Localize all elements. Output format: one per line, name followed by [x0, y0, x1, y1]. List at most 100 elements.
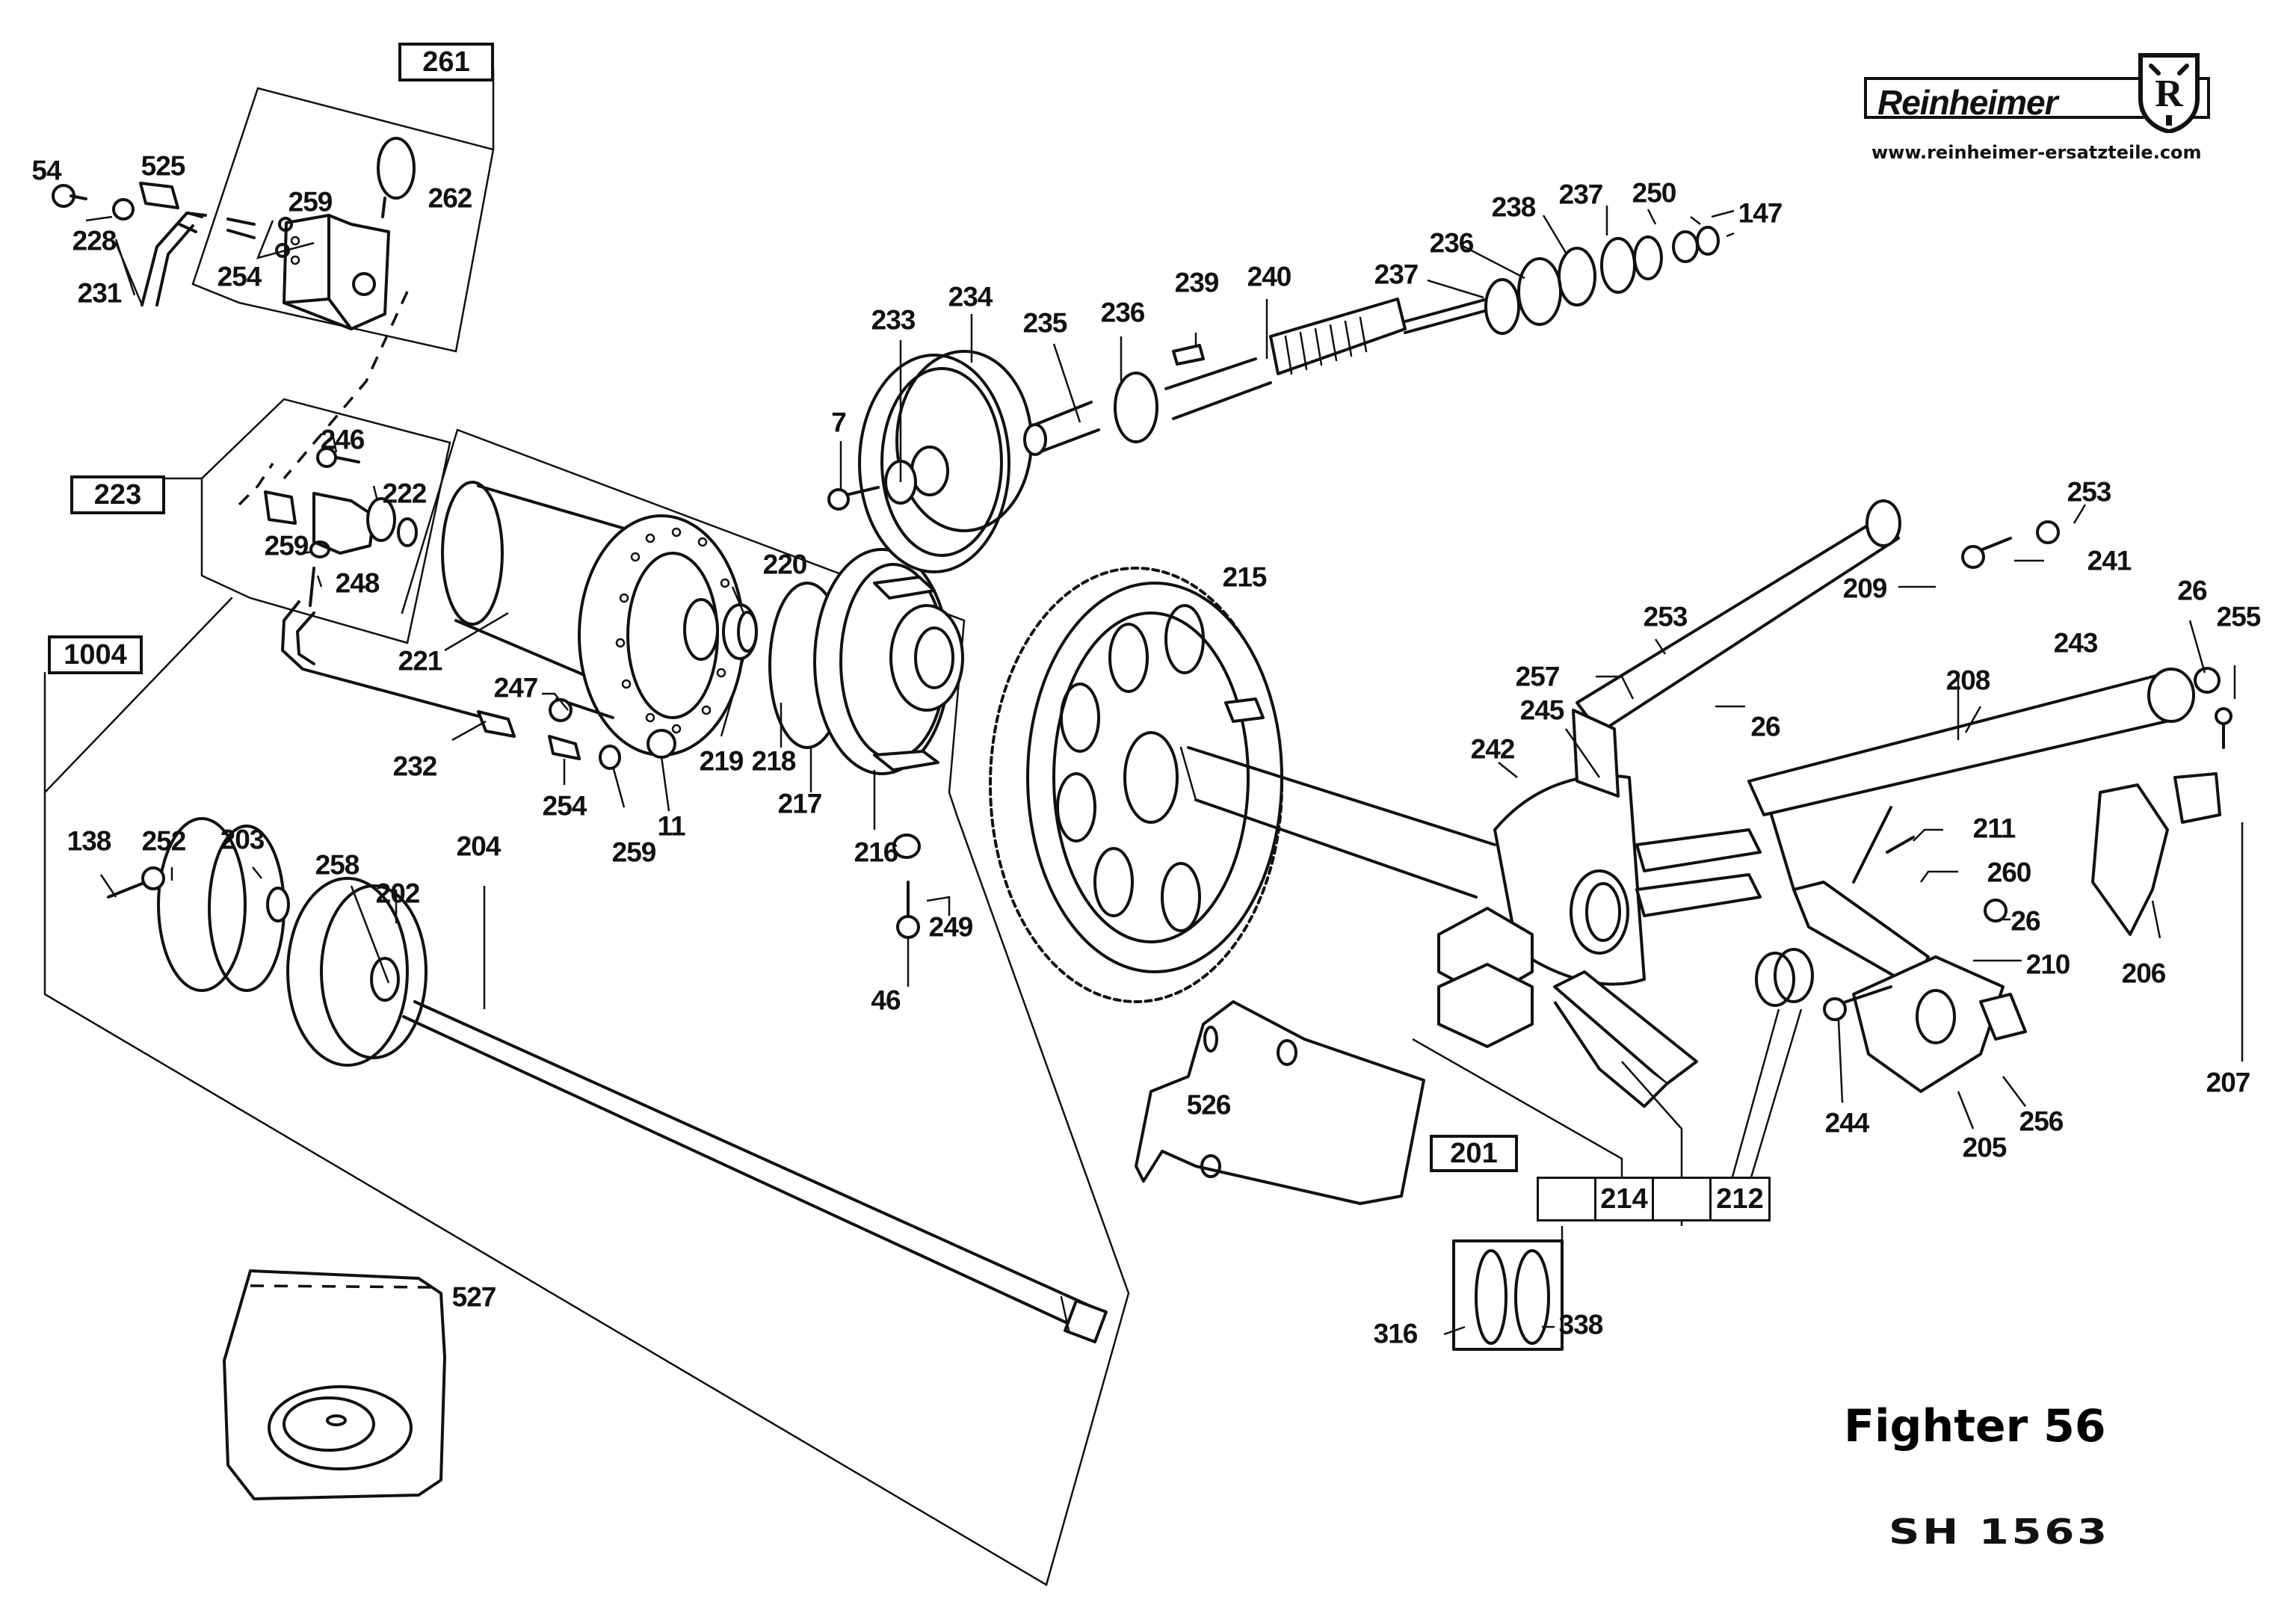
callout-207[interactable]: 207 — [2206, 1067, 2251, 1098]
axle-housing-201 — [1181, 748, 1760, 1106]
callout-leaders — [86, 206, 2242, 1334]
shaft-204 — [404, 1002, 1106, 1342]
callout-249[interactable]: 249 — [928, 911, 974, 943]
callout-206[interactable]: 206 — [2121, 958, 2167, 989]
callout-54[interactable]: 54 — [31, 155, 61, 186]
callout-243[interactable]: 243 — [2053, 627, 2099, 659]
callout-234[interactable]: 234 — [948, 281, 993, 312]
brand-name: Reinheimer — [1877, 83, 2058, 122]
group-box-223[interactable]: 223 — [70, 475, 165, 514]
callout-215[interactable]: 215 — [1222, 561, 1268, 593]
seal-box — [1454, 1241, 1562, 1349]
callout-26[interactable]: 26 — [1750, 711, 1780, 742]
group-box-1004[interactable]: 1004 — [48, 635, 143, 674]
arm-208 — [1749, 668, 2219, 890]
callout-255[interactable]: 255 — [2216, 601, 2262, 632]
callout-244[interactable]: 244 — [1824, 1107, 1870, 1139]
callout-218[interactable]: 218 — [751, 745, 797, 777]
callout-240[interactable]: 240 — [1247, 261, 1292, 292]
callout-216[interactable]: 216 — [854, 837, 899, 868]
callout-219[interactable]: 219 — [699, 745, 744, 777]
callout-221[interactable]: 221 — [398, 645, 443, 677]
callout-253[interactable]: 253 — [1643, 601, 1688, 632]
group-frame-223 — [142, 399, 450, 643]
callout-238[interactable]: 238 — [1491, 191, 1537, 223]
bracket-205 — [1756, 837, 2025, 1091]
table-201-cell-212[interactable]: 212 — [1709, 1177, 1771, 1221]
callout-228[interactable]: 228 — [72, 225, 117, 256]
callout-211[interactable]: 211 — [1972, 813, 2016, 844]
callout-259[interactable]: 259 — [288, 186, 333, 218]
callout-208[interactable]: 208 — [1945, 665, 1991, 696]
callout-259[interactable]: 259 — [264, 530, 309, 561]
hose-232 — [283, 602, 514, 736]
callout-138[interactable]: 138 — [67, 825, 112, 857]
pulley-202 — [288, 878, 426, 1065]
callout-260[interactable]: 260 — [1987, 857, 2032, 888]
pipe-fittings-261 — [53, 183, 254, 305]
table-201-cell[interactable] — [1537, 1177, 1596, 1221]
callout-233[interactable]: 233 — [871, 304, 916, 336]
callout-246[interactable]: 246 — [320, 424, 365, 455]
group-box-261[interactable]: 261 — [398, 43, 494, 81]
callout-254[interactable]: 254 — [542, 790, 587, 822]
callout-7[interactable]: 7 — [831, 407, 847, 438]
clutch-frame — [402, 430, 964, 792]
callout-26[interactable]: 26 — [2177, 575, 2207, 606]
callout-237[interactable]: 237 — [1558, 179, 1604, 210]
callout-26[interactable]: 26 — [2010, 905, 2040, 937]
callout-232[interactable]: 232 — [392, 751, 438, 782]
callout-338[interactable]: 338 — [1558, 1309, 1604, 1340]
callout-209[interactable]: 209 — [1842, 573, 1888, 604]
model-title: Fighter 56 — [1844, 1400, 2106, 1452]
fitting-assembly-223 — [265, 449, 416, 606]
callout-220[interactable]: 220 — [762, 549, 808, 580]
callout-231[interactable]: 231 — [77, 277, 123, 309]
callout-237[interactable]: 237 — [1374, 259, 1419, 290]
callout-217[interactable]: 217 — [777, 788, 823, 819]
callout-245[interactable]: 245 — [1519, 694, 1565, 726]
table-201-cell[interactable] — [1652, 1177, 1712, 1221]
callout-202[interactable]: 202 — [375, 878, 421, 909]
callout-11[interactable]: 11 — [657, 810, 685, 842]
callout-241[interactable]: 241 — [2087, 545, 2132, 576]
callout-250[interactable]: 250 — [1632, 177, 1677, 209]
worm-shaft-240 — [1025, 227, 1718, 455]
callout-527[interactable]: 527 — [451, 1281, 497, 1313]
brand-website[interactable]: www.reinheimer-ersatzteile.com — [1871, 142, 2202, 163]
callout-526[interactable]: 526 — [1186, 1089, 1232, 1121]
callout-253[interactable]: 253 — [2067, 476, 2112, 508]
bag-527 — [224, 1271, 445, 1499]
callout-258[interactable]: 258 — [315, 849, 360, 881]
callout-210[interactable]: 210 — [2025, 949, 2071, 980]
callout-204[interactable]: 204 — [456, 831, 502, 862]
callout-236[interactable]: 236 — [1429, 227, 1475, 259]
table-201-cell-214[interactable]: 214 — [1594, 1177, 1654, 1221]
group-box-201[interactable]: 201 — [1430, 1135, 1518, 1172]
callout-256[interactable]: 256 — [2019, 1106, 2064, 1137]
callout-205[interactable]: 205 — [1962, 1132, 2008, 1163]
callout-247[interactable]: 247 — [493, 672, 539, 703]
callout-236[interactable]: 236 — [1100, 297, 1146, 328]
callout-259[interactable]: 259 — [611, 837, 657, 868]
callout-262[interactable]: 262 — [428, 182, 473, 214]
crown-gear-215 — [990, 568, 1282, 1002]
callout-203[interactable]: 203 — [220, 824, 265, 855]
clutch-217-218 — [770, 549, 963, 774]
callout-257[interactable]: 257 — [1515, 661, 1561, 692]
callout-46[interactable]: 46 — [871, 985, 901, 1016]
callout-252[interactable]: 252 — [141, 825, 187, 857]
callout-248[interactable]: 248 — [335, 567, 380, 599]
callout-147[interactable]: 147 — [1738, 197, 1783, 229]
valve-block-261 — [277, 138, 414, 329]
callout-316[interactable]: 316 — [1373, 1318, 1419, 1349]
callout-254[interactable]: 254 — [217, 261, 262, 292]
callout-525[interactable]: 525 — [141, 150, 186, 182]
small-fasteners — [549, 699, 919, 937]
callout-222[interactable]: 222 — [382, 478, 428, 509]
callout-239[interactable]: 239 — [1174, 267, 1220, 298]
callout-235[interactable]: 235 — [1022, 307, 1068, 339]
callout-242[interactable]: 242 — [1470, 733, 1516, 765]
shield-logo-icon: R — [2138, 53, 2200, 133]
